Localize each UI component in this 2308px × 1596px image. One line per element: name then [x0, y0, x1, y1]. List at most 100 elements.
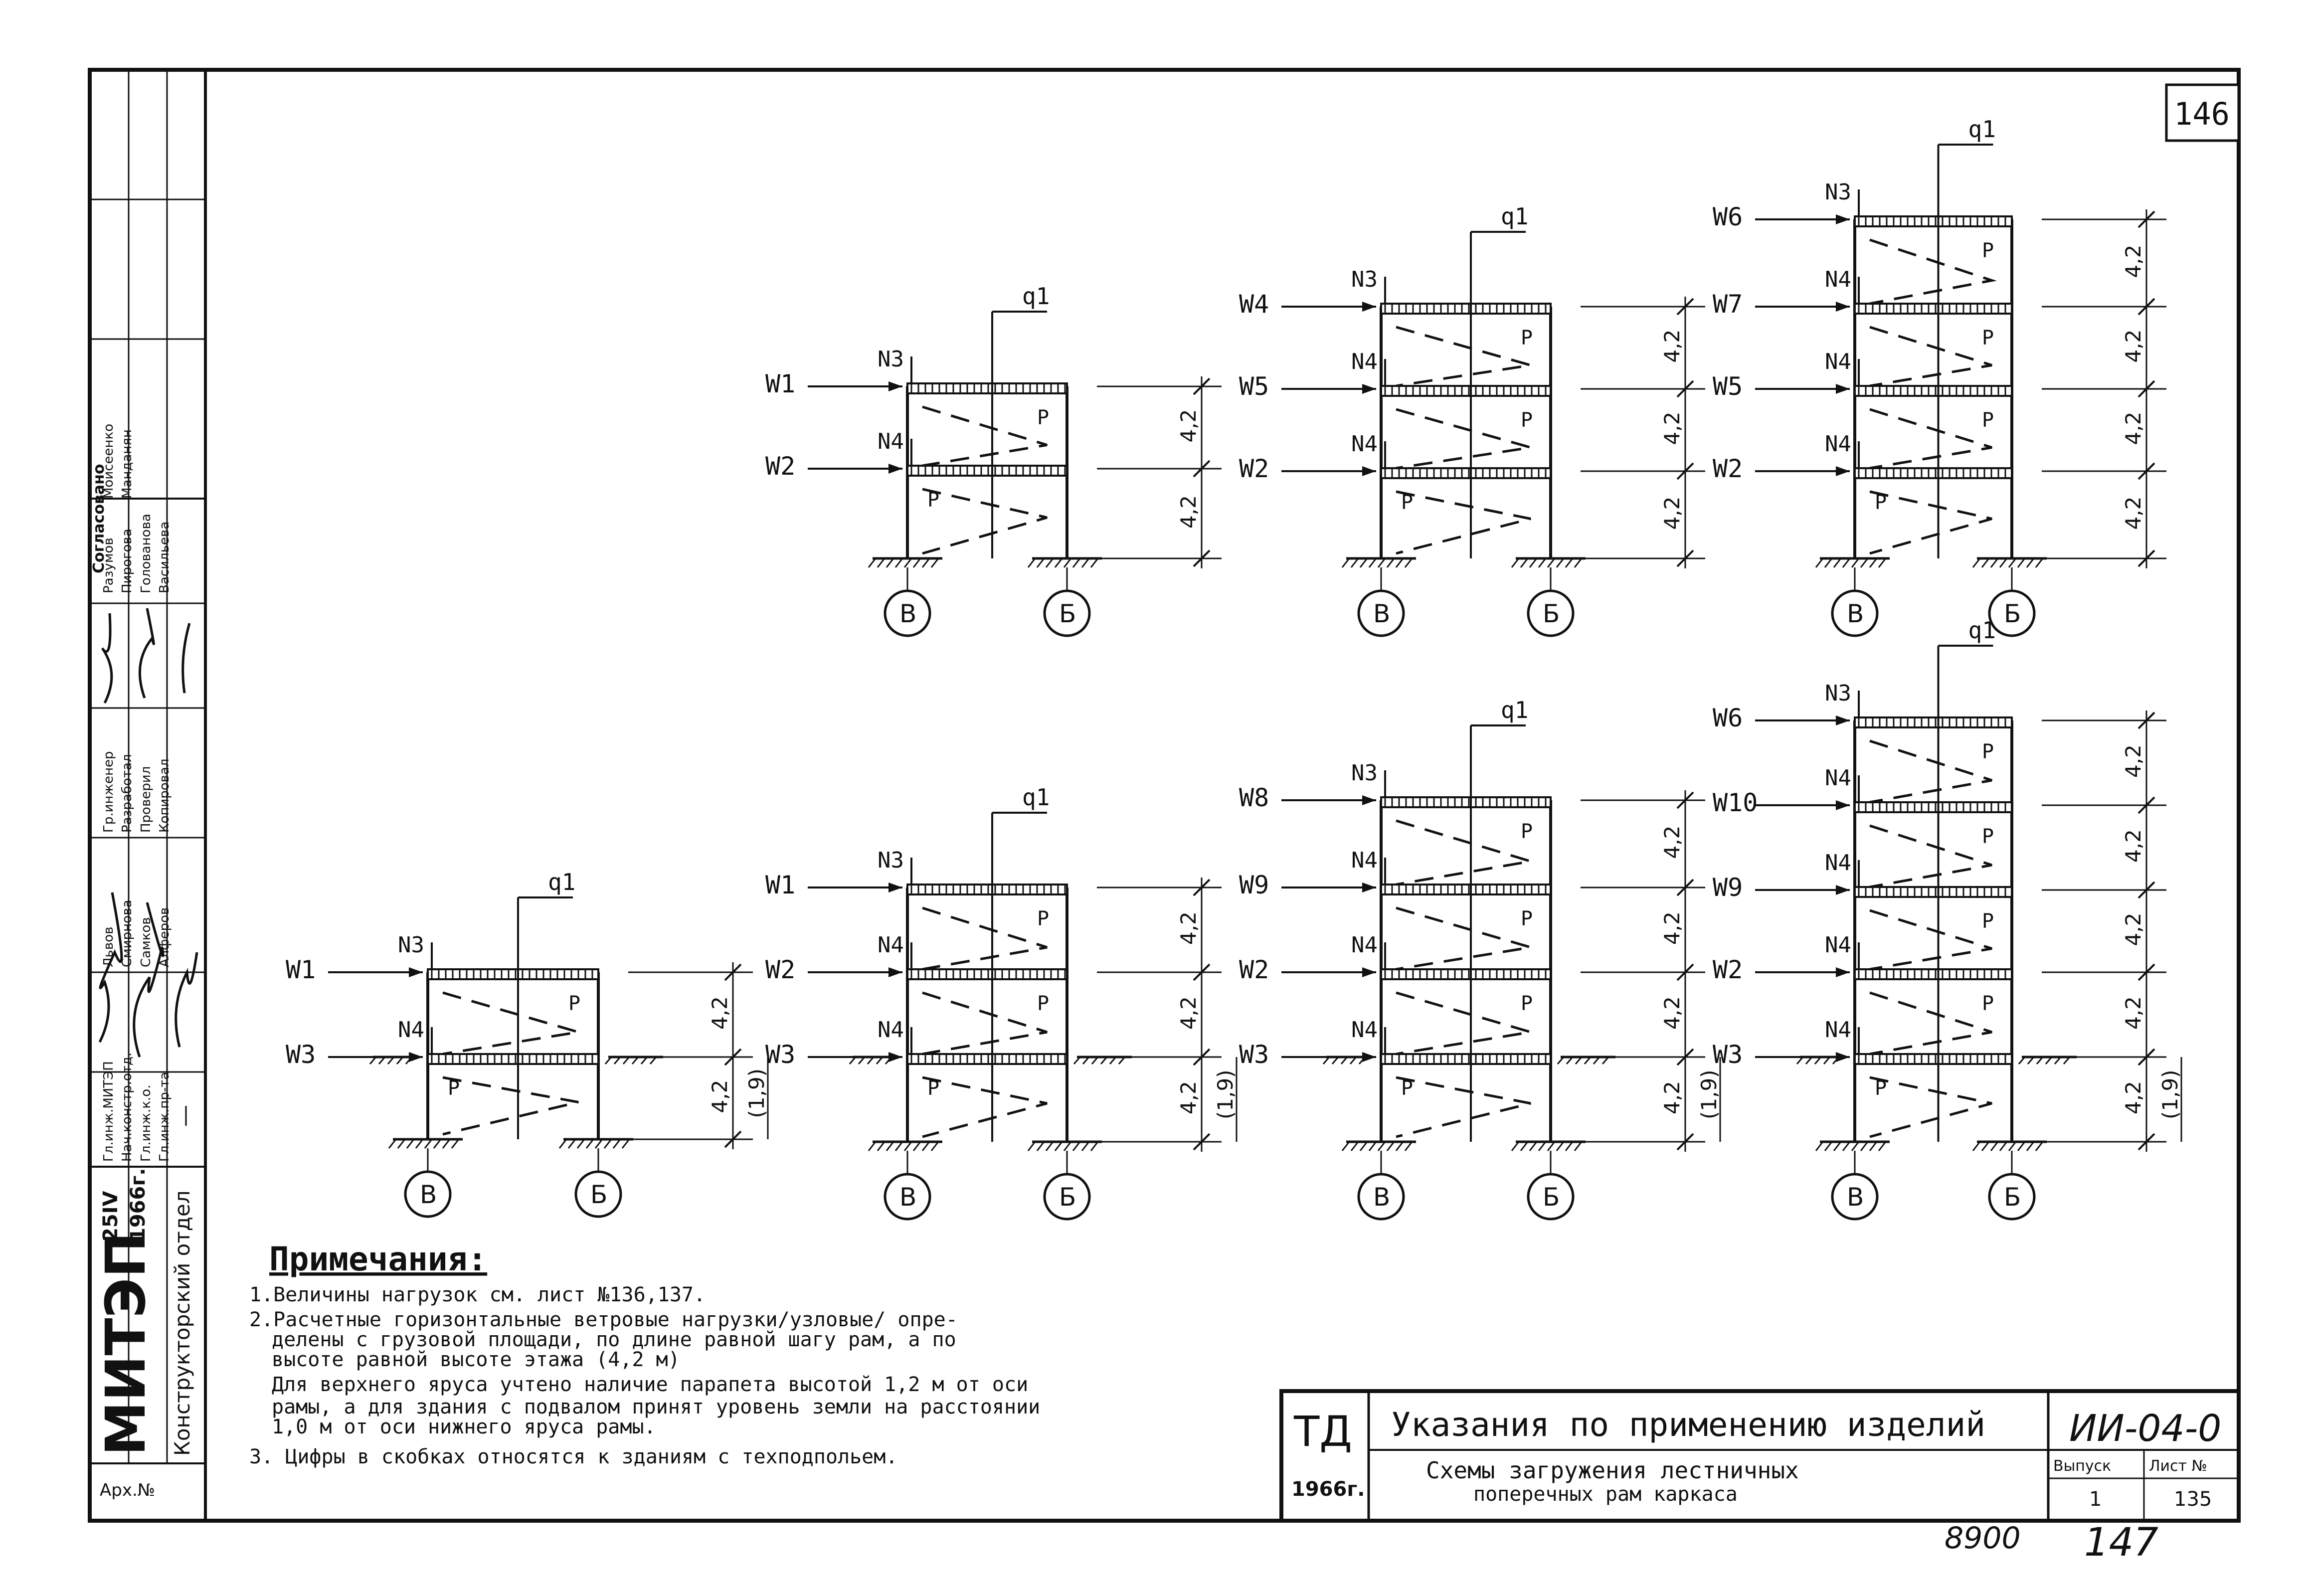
p-label: P: [1982, 740, 1994, 763]
beam: [1854, 1053, 2013, 1065]
dimension-value: 4,2: [2121, 330, 2145, 363]
p-label: P: [1037, 907, 1049, 930]
node-load-label: N4: [1351, 848, 1378, 873]
beam: [1380, 303, 1552, 315]
axis-bubble: [1043, 589, 1091, 637]
p-label: P: [1982, 992, 1994, 1015]
side-name: Моисеенко: [101, 424, 116, 499]
axis-bubble: [1043, 1173, 1091, 1221]
beam: [1854, 716, 2013, 728]
wind-label: W6: [1713, 704, 1743, 732]
side-role: Гр.инженер: [101, 751, 116, 833]
beam: [1854, 968, 2013, 980]
stair-flight: [1396, 490, 1531, 555]
axis-label: Б: [1543, 1183, 1560, 1212]
date-1: 25IV: [99, 1191, 122, 1241]
dimension-value: 4,2: [1660, 412, 1684, 445]
beam: [1854, 215, 2013, 227]
stamp-vypusk-value: 1: [2089, 1488, 2102, 1511]
dimension-value: 4,2: [1660, 826, 1684, 859]
stair-flight: [1869, 490, 1992, 555]
handwritten-right: 147: [2084, 1520, 2158, 1565]
node-load-label: N3: [398, 932, 424, 958]
wind-label: W3: [765, 1040, 795, 1069]
wind-label: W7: [1713, 290, 1743, 319]
stair-flight: [1869, 1076, 1992, 1138]
axis-label: Б: [2004, 1183, 2021, 1212]
axis-bubble: [404, 1170, 452, 1218]
beam: [906, 884, 1068, 895]
q-load-label: q1: [1968, 116, 1996, 143]
wind-label: W3: [286, 1040, 316, 1069]
p-label: P: [1982, 327, 1994, 350]
node-load-label: N3: [878, 848, 904, 873]
axis-label: В: [899, 599, 916, 628]
wind-label: W2: [765, 955, 795, 984]
stair-flight: [442, 991, 579, 1056]
axis-bubble: [1357, 589, 1405, 637]
dimension-value: 4,2: [1660, 1081, 1684, 1114]
dept-name: Конструкторский отдел: [170, 1190, 194, 1456]
wind-label: W2: [1239, 955, 1269, 984]
wind-label: W6: [1713, 202, 1743, 231]
dimension-paren: (1,9): [2158, 1069, 2182, 1119]
dimension-value: 4,2: [1176, 495, 1201, 529]
node-load-label: N4: [1825, 1017, 1851, 1043]
stamp-td: ТД: [1293, 1407, 1352, 1456]
dimension-value: 4,2: [2121, 913, 2145, 946]
p-label: P: [448, 1077, 460, 1100]
axis-label: Б: [1543, 599, 1560, 628]
note-line: высоте равной высоте этажа (4,2 м): [272, 1348, 680, 1371]
side-name: Самков: [139, 917, 154, 967]
axis-label: В: [899, 1183, 916, 1212]
q-load-label: q1: [548, 869, 575, 895]
wind-label: W1: [765, 369, 795, 398]
dimension-value: 4,2: [708, 1080, 732, 1113]
dimension-paren: (1,9): [744, 1068, 769, 1118]
node-load-label: N3: [1825, 681, 1851, 706]
wind-label: W2: [1239, 454, 1269, 483]
p-label: P: [1982, 409, 1994, 432]
side-role: Разработал: [120, 754, 135, 833]
p-label: P: [1982, 825, 1994, 848]
p-label: P: [1521, 992, 1533, 1015]
wind-label: W8: [1239, 783, 1269, 812]
wind-label: W1: [765, 871, 795, 899]
beam: [1854, 886, 2013, 898]
wind-label: W2: [1713, 454, 1743, 483]
stair-flight: [1869, 739, 1992, 804]
node-load-label: N3: [1351, 267, 1378, 292]
axis-label: Б: [590, 1180, 607, 1209]
node-load-label: N3: [1351, 760, 1378, 786]
beam: [1380, 1053, 1552, 1065]
node-load-label: N4: [878, 932, 904, 958]
note-line: 1.Величины нагрузок см. лист №136,137.: [249, 1283, 706, 1306]
dash-mark: —: [172, 1105, 197, 1127]
dimension-value: 4,2: [1660, 497, 1684, 530]
node-load-label: N4: [1351, 932, 1378, 958]
date-2: 1966г.: [127, 1168, 150, 1241]
dimension-value: 4,2: [1660, 911, 1684, 945]
stamp-subtitle-1: Схемы загружения лестничных: [1426, 1457, 1799, 1484]
side-role: Копировал: [157, 758, 172, 833]
org-name: МИТЭП: [94, 1232, 158, 1456]
side-name: Разумов: [101, 537, 116, 593]
p-label: P: [1401, 1077, 1413, 1100]
axis-label: Б: [1059, 599, 1076, 628]
node-load-label: N4: [878, 429, 904, 454]
dimension-value: 4,2: [2121, 744, 2145, 778]
wind-label: W5: [1239, 372, 1269, 401]
node-load-label: N4: [1351, 349, 1378, 374]
stair-flight: [1396, 1076, 1531, 1138]
stair-flight: [1396, 326, 1531, 387]
axis-bubble: [1988, 589, 2036, 637]
beam: [1854, 385, 2013, 397]
axis-bubble: [574, 1170, 622, 1218]
note-line: Для верхнего яруса учтено наличие парапе…: [272, 1373, 1028, 1396]
stair-flight: [1869, 326, 1992, 387]
